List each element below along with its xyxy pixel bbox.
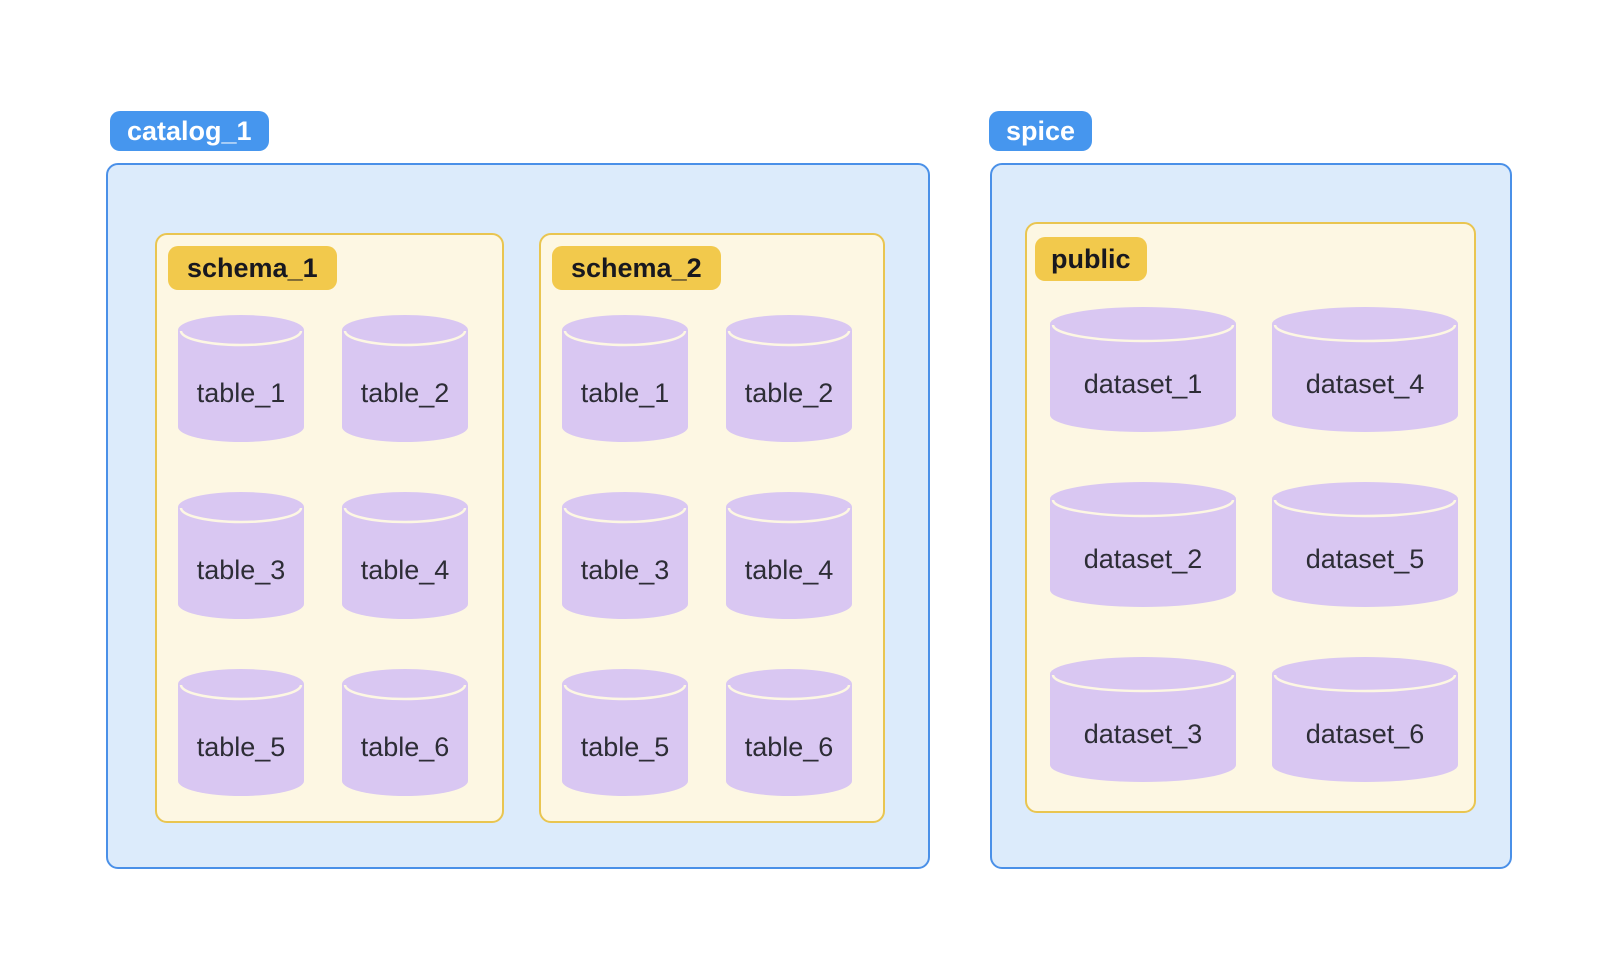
dataset-name: dataset_3 bbox=[1083, 719, 1203, 749]
database-cylinder-icon bbox=[1272, 482, 1458, 607]
schema-2-tables-grid: table_1 table_2 table_3 table_4 table_5 bbox=[562, 315, 852, 796]
table-cylinder: table_4 bbox=[726, 492, 852, 619]
database-cylinder-icon bbox=[342, 669, 468, 796]
schema-2-box: schema_2 table_1 table_2 table_3 table_4 bbox=[539, 233, 885, 823]
database-cylinder-icon bbox=[1050, 482, 1236, 607]
database-cylinder-icon bbox=[562, 492, 688, 619]
table-name: table_6 bbox=[360, 732, 450, 762]
database-cylinder-icon bbox=[178, 315, 304, 442]
public-schema-box: public dataset_1 dataset_4 dataset_2 dat… bbox=[1025, 222, 1476, 813]
table-cylinder: table_5 bbox=[562, 669, 688, 796]
database-cylinder-icon bbox=[726, 315, 852, 442]
database-cylinder-icon bbox=[1050, 307, 1236, 432]
database-cylinder-icon bbox=[178, 492, 304, 619]
dataset-name: dataset_2 bbox=[1083, 544, 1203, 574]
database-cylinder-icon bbox=[1272, 657, 1458, 782]
dataset-name: dataset_6 bbox=[1305, 719, 1425, 749]
database-cylinder-icon bbox=[342, 492, 468, 619]
table-cylinder: table_2 bbox=[726, 315, 852, 442]
catalog-1-label-pill: catalog_1 bbox=[110, 111, 269, 151]
database-cylinder-icon bbox=[562, 315, 688, 442]
table-name: table_2 bbox=[744, 378, 834, 408]
table-cylinder: table_1 bbox=[178, 315, 304, 442]
spice-container: public dataset_1 dataset_4 dataset_2 dat… bbox=[990, 163, 1512, 869]
table-name: table_3 bbox=[580, 555, 670, 585]
catalog-1-container: schema_1 table_1 table_2 table_3 table_4 bbox=[106, 163, 930, 869]
dataset-cylinder: dataset_4 bbox=[1272, 307, 1458, 432]
database-cylinder-icon bbox=[562, 669, 688, 796]
table-cylinder: table_3 bbox=[562, 492, 688, 619]
table-cylinder: table_4 bbox=[342, 492, 468, 619]
dataset-name: dataset_5 bbox=[1305, 544, 1425, 574]
table-name: table_6 bbox=[744, 732, 834, 762]
dataset-name: dataset_1 bbox=[1083, 369, 1203, 399]
table-cylinder: table_6 bbox=[342, 669, 468, 796]
database-cylinder-icon bbox=[726, 669, 852, 796]
table-name: table_4 bbox=[360, 555, 450, 585]
dataset-cylinder: dataset_3 bbox=[1050, 657, 1236, 782]
database-cylinder-icon bbox=[178, 669, 304, 796]
table-name: table_1 bbox=[580, 378, 670, 408]
spice-label-pill: spice bbox=[989, 111, 1093, 151]
schema-2-label-pill: schema_2 bbox=[552, 246, 721, 290]
table-name: table_5 bbox=[580, 732, 670, 762]
database-cylinder-icon bbox=[1050, 657, 1236, 782]
database-cylinder-icon bbox=[1272, 307, 1458, 432]
dataset-name: dataset_4 bbox=[1305, 369, 1425, 399]
dataset-cylinder: dataset_2 bbox=[1050, 482, 1236, 607]
table-name: table_2 bbox=[360, 378, 450, 408]
table-name: table_1 bbox=[196, 378, 286, 408]
table-cylinder: table_2 bbox=[342, 315, 468, 442]
database-cylinder-icon bbox=[726, 492, 852, 619]
dataset-cylinder: dataset_1 bbox=[1050, 307, 1236, 432]
table-name: table_4 bbox=[744, 555, 834, 585]
schema-1-box: schema_1 table_1 table_2 table_3 table_4 bbox=[155, 233, 504, 823]
dataset-cylinder: dataset_6 bbox=[1272, 657, 1458, 782]
public-label-pill: public bbox=[1035, 237, 1147, 281]
schema-1-tables-grid: table_1 table_2 table_3 table_4 table_5 bbox=[178, 315, 468, 796]
table-cylinder: table_3 bbox=[178, 492, 304, 619]
table-name: table_5 bbox=[196, 732, 286, 762]
public-datasets-grid: dataset_1 dataset_4 dataset_2 dataset_5 … bbox=[1050, 307, 1458, 782]
table-cylinder: table_6 bbox=[726, 669, 852, 796]
dataset-cylinder: dataset_5 bbox=[1272, 482, 1458, 607]
table-name: table_3 bbox=[196, 555, 286, 585]
database-cylinder-icon bbox=[342, 315, 468, 442]
table-cylinder: table_5 bbox=[178, 669, 304, 796]
schema-1-label-pill: schema_1 bbox=[168, 246, 337, 290]
table-cylinder: table_1 bbox=[562, 315, 688, 442]
